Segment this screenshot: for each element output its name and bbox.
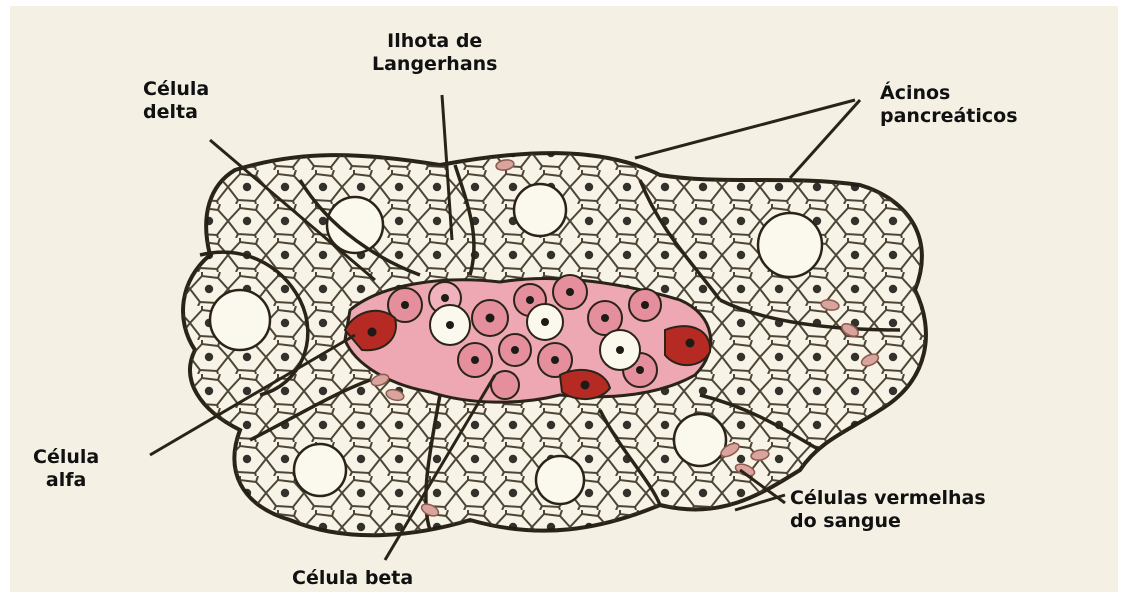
- label-beta-line-1: Célula beta: [292, 567, 413, 590]
- leader-acinos-1: [635, 100, 855, 158]
- label-celulas-vermelhas: Células vermelhas do sangue: [790, 487, 986, 533]
- label-delta-line-1: Célula: [143, 78, 209, 101]
- label-alfa-line-1: Célula: [33, 446, 99, 469]
- leader-acinos-2: [790, 100, 860, 178]
- label-ilhota-de-langerhans: Ilhota de Langerhans: [372, 30, 498, 76]
- label-acinos-line-1: Ácinos: [880, 82, 1018, 105]
- islet-of-langerhans: [345, 275, 711, 402]
- label-celula-alfa: Célula alfa: [33, 446, 99, 492]
- label-delta-line-2: delta: [143, 101, 209, 124]
- label-celula-beta: Célula beta: [292, 567, 413, 590]
- label-alfa-line-2: alfa: [33, 469, 99, 492]
- label-celula-delta: Célula delta: [143, 78, 209, 124]
- label-hemacias-line-2: do sangue: [790, 510, 986, 533]
- label-acinos-pancreaticos: Ácinos pancreáticos: [880, 82, 1018, 128]
- label-ilhota-line-2: Langerhans: [372, 53, 498, 76]
- label-acinos-line-2: pancreáticos: [880, 105, 1018, 128]
- label-hemacias-line-1: Células vermelhas: [790, 487, 986, 510]
- label-ilhota-line-1: Ilhota de: [372, 30, 498, 53]
